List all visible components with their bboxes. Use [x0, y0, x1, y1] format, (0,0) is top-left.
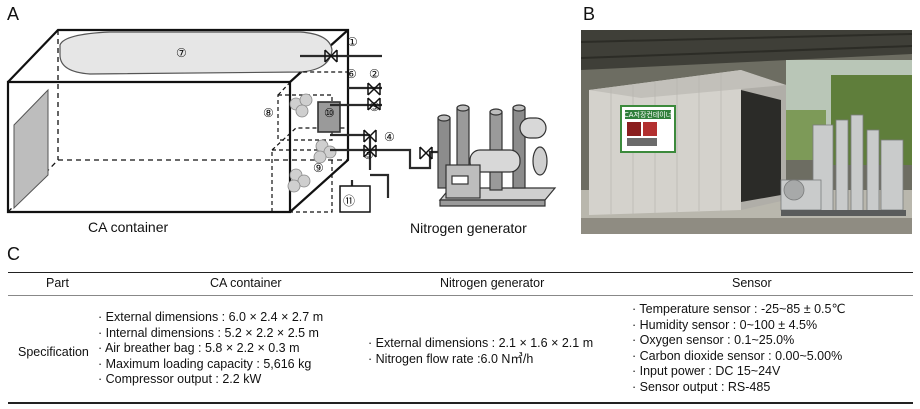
ca-container-specs: · External dimensions : 6.0 × 2.4 × 2.7 …	[98, 310, 323, 388]
row-label-specification: Specification	[18, 345, 89, 359]
panel-label-c: C	[7, 244, 20, 264]
spec-line: · Air breather bag : 5.8 × 2.2 × 0.3 m	[98, 341, 300, 356]
spec-line: · External dimensions : 2.1 × 1.6 × 2.1 …	[368, 336, 594, 350]
spec-line: · Input power : DC 15~24V	[632, 364, 781, 379]
header-sensor: Sensor	[732, 276, 772, 290]
nitrogen-generator-label: Nitrogen generator	[410, 220, 527, 236]
sensor-specs: · Temperature sensor : -25~85 ± 0.5℃ · H…	[632, 302, 845, 396]
marker-1: ①	[347, 35, 358, 49]
ca-container-photo: CA저장컨테이너	[581, 30, 912, 234]
spec-line: · External dimensions : 6.0 × 2.4 × 2.7 …	[98, 310, 324, 324]
header-nitrogen-generator: Nitrogen generator	[440, 276, 545, 290]
marker-7: ⑦	[176, 46, 187, 60]
spec-line: · Oxygen sensor : 0.1~25.0%	[632, 333, 795, 348]
marker-10: ⑩	[324, 106, 335, 120]
marker-6: ⑥	[346, 67, 357, 81]
spec-line: · Humidity sensor : 0~100 ± 4.5%	[632, 317, 818, 332]
header-ca-container: CA container	[210, 276, 282, 290]
ca-system-diagram: ⑦ ① ⑥ ② ③ ④ ⑤ ⑧ ⑨ ⑩ ⑪ CA container Nitro…	[6, 28, 557, 236]
ca-container-label: CA container	[88, 219, 168, 235]
air-breather-bag	[59, 31, 333, 75]
table-header-rule	[8, 295, 913, 296]
sign-text: CA저장컨테이너	[624, 110, 672, 119]
marker-4: ④	[384, 130, 395, 144]
marker-11: ⑪	[343, 194, 355, 208]
spec-line: · Internal dimensions : 5.2 × 2.2 × 2.5 …	[98, 325, 319, 340]
table-bottom-rule	[8, 402, 913, 404]
spec-line: · Temperature sensor : -25~85 ± 0.5℃	[632, 302, 846, 316]
marker-3: ③	[369, 100, 380, 114]
nitrogen-generator-drawing	[437, 104, 557, 207]
marker-2: ②	[369, 67, 380, 81]
header-part: Part	[46, 276, 69, 290]
panel-label-b: B	[583, 4, 596, 24]
generator-machine	[780, 114, 904, 216]
table-top-rule	[8, 272, 913, 273]
spec-line: · Nitrogen flow rate :6.0 N㎥/h	[368, 351, 534, 366]
marker-9: ⑨	[313, 161, 324, 175]
spec-line: · Sensor output : RS-485	[632, 379, 771, 394]
spec-line: · Carbon dioxide sensor : 0.00~5.00%	[632, 348, 843, 363]
nitrogen-generator-specs: · External dimensions : 2.1 × 1.6 × 2.1 …	[368, 336, 593, 367]
spec-line: · Compressor output : 2.2 kW	[98, 372, 262, 387]
spec-line: · Maximum loading capacity : 5,616 kg	[98, 356, 312, 371]
marker-8: ⑧	[263, 106, 274, 120]
marker-5: ⑤	[363, 148, 374, 162]
panel-label-a: A	[7, 4, 20, 24]
